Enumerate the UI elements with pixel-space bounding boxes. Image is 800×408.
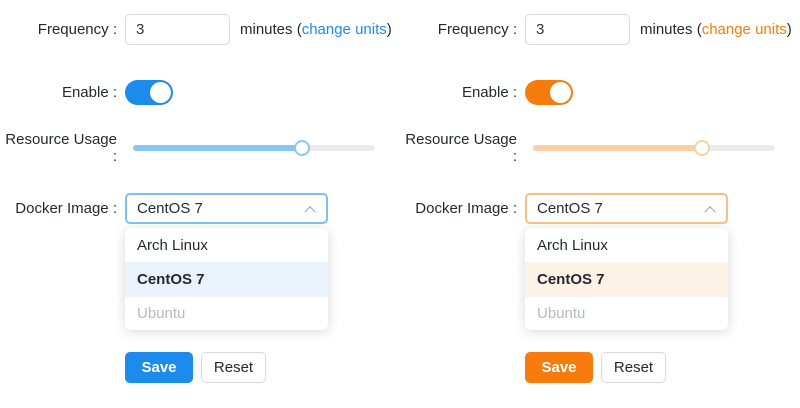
unit-suffix: ) <box>386 21 392 38</box>
resource-usage-slider[interactable] <box>133 140 375 156</box>
slider-fill <box>533 145 703 151</box>
save-button[interactable]: Save <box>525 352 593 383</box>
dropdown-option-ubuntu: Ubuntu <box>525 296 728 330</box>
panel-orange-theme: Frequency : minutes (change units) Enabl… <box>400 0 800 383</box>
resource-usage-label: Resource Usage : <box>5 131 117 165</box>
resource-usage-row: Resource Usage : <box>400 131 800 165</box>
docker-image-dropdown: Arch Linux CentOS 7 Ubuntu <box>125 228 328 330</box>
frequency-input[interactable] <box>125 14 230 45</box>
docker-image-dropdown: Arch Linux CentOS 7 Ubuntu <box>525 228 728 330</box>
frequency-label: Frequency : <box>437 21 517 38</box>
slider-fill <box>133 145 303 151</box>
dropdown-option-centos7[interactable]: CentOS 7 <box>525 262 728 296</box>
toggle-knob-icon <box>550 82 571 103</box>
frequency-unit: minutes (change units) <box>240 21 392 38</box>
enable-label: Enable : <box>61 84 117 101</box>
button-row: Save Reset <box>125 352 400 383</box>
chevron-up-icon <box>704 205 716 217</box>
docker-image-label: Docker Image : <box>15 200 117 217</box>
toggle-knob-icon <box>150 82 171 103</box>
enable-toggle[interactable] <box>125 80 173 105</box>
unit-prefix: minutes ( <box>240 21 302 38</box>
change-units-link[interactable]: change units <box>701 21 787 38</box>
chevron-up-icon <box>304 205 316 217</box>
unit-prefix: minutes ( <box>640 21 702 38</box>
frequency-input[interactable] <box>525 14 630 45</box>
frequency-label: Frequency : <box>37 21 117 38</box>
frequency-unit: minutes (change units) <box>640 21 792 38</box>
docker-image-value: CentOS 7 <box>537 200 603 217</box>
resource-usage-slider[interactable] <box>533 140 775 156</box>
frequency-row: Frequency : minutes (change units) <box>0 14 400 45</box>
docker-image-row: Docker Image : CentOS 7 <box>0 193 400 224</box>
docker-image-label: Docker Image : <box>415 200 517 217</box>
docker-image-select[interactable]: CentOS 7 <box>125 193 328 224</box>
save-button[interactable]: Save <box>125 352 193 383</box>
enable-row: Enable : <box>0 80 400 105</box>
reset-button[interactable]: Reset <box>601 352 666 383</box>
docker-image-value: CentOS 7 <box>137 200 203 217</box>
frequency-row: Frequency : minutes (change units) <box>400 14 800 45</box>
enable-toggle[interactable] <box>525 80 573 105</box>
unit-suffix: ) <box>786 21 792 38</box>
button-row: Save Reset <box>525 352 800 383</box>
slider-handle[interactable] <box>694 140 711 156</box>
reset-button[interactable]: Reset <box>201 352 266 383</box>
enable-row: Enable : <box>400 80 800 105</box>
panel-blue-theme: Frequency : minutes (change units) Enabl… <box>0 0 400 383</box>
docker-image-select[interactable]: CentOS 7 <box>525 193 728 224</box>
enable-label: Enable : <box>461 84 517 101</box>
change-units-link[interactable]: change units <box>301 21 387 38</box>
docker-image-row: Docker Image : CentOS 7 <box>400 193 800 224</box>
resource-usage-row: Resource Usage : <box>0 131 400 165</box>
dropdown-option-centos7[interactable]: CentOS 7 <box>125 262 328 296</box>
dropdown-option-arch-linux[interactable]: Arch Linux <box>137 236 208 254</box>
dropdown-option-arch-linux[interactable]: Arch Linux <box>537 236 608 254</box>
slider-handle[interactable] <box>294 140 311 156</box>
resource-usage-label: Resource Usage : <box>405 131 517 165</box>
themed-form-comparison: Frequency : minutes (change units) Enabl… <box>0 0 800 383</box>
dropdown-option-ubuntu: Ubuntu <box>125 296 328 330</box>
